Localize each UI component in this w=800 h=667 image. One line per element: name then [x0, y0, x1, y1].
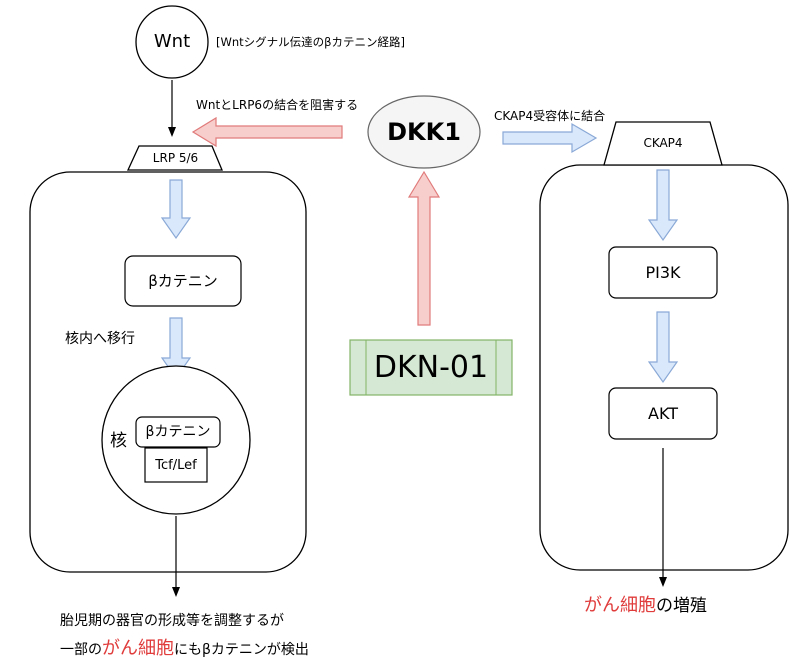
left-outcome-arrow — [172, 516, 180, 597]
left-outcome-highlight: がん細胞 — [102, 638, 174, 659]
right-outcome: がん細胞の増殖 — [584, 597, 707, 615]
akt-label: AKT — [648, 404, 678, 423]
ckap4-receptor — [603, 121, 723, 166]
left-outcome-line1: 胎児期の器官の形成等を調整するが — [60, 613, 284, 629]
left-outcome-post: にもβカテニンが検出 — [174, 642, 309, 658]
wnt-node — [135, 5, 209, 79]
bind-label: CKAP4受容体に結合 — [494, 109, 606, 123]
nucleus-beta-label: βカテニン — [145, 424, 211, 440]
right-arrow-1 — [647, 169, 679, 242]
left-outcome-pre: 一部の — [60, 642, 102, 658]
nucleus-label: 核 — [110, 431, 127, 451]
wnt-to-lrp-arrow — [168, 80, 176, 137]
pi3k-label: PI3K — [645, 263, 681, 282]
inhibit-label: WntとLRP6の結合を阻害する — [196, 98, 359, 112]
beta-catenin-box — [124, 255, 242, 307]
right-outcome-post: の増殖 — [656, 596, 707, 616]
right-outcome-highlight: がん細胞 — [584, 595, 656, 616]
tcf-label: Tcf/Lef — [155, 457, 197, 473]
beta-catenin-label: βカテニン — [148, 271, 218, 290]
nucleus-beta-box — [135, 416, 221, 448]
dkk1-node — [367, 95, 481, 169]
akt-box — [608, 387, 718, 440]
drug-to-dkk1-arrow — [407, 170, 441, 326]
right-arrow-2 — [647, 311, 679, 384]
right-outcome-arrow — [659, 448, 667, 587]
pathway-note: [Wntシグナル伝達のβカテニン経路] — [216, 35, 405, 49]
pi3k-box — [608, 246, 718, 299]
dkk1-inhibit-arrow — [191, 116, 343, 148]
translocation-label: 核内へ移行 — [65, 331, 135, 347]
ckap4-label: CKAP4 — [643, 136, 683, 150]
left-outcome-line2: 一部のがん細胞にもβカテニンが検出 — [60, 640, 309, 658]
dkk1-bind-arrow — [502, 122, 598, 154]
dkk1-label: DKK1 — [387, 118, 461, 146]
tcf-box — [144, 447, 208, 483]
lrp-label: LRP 5/6 — [152, 151, 199, 165]
drug-box — [349, 339, 513, 396]
wnt-label: Wnt — [153, 31, 191, 52]
lrp-receptor — [126, 145, 223, 171]
drug-label: DKN-01 — [373, 350, 489, 385]
left-arrow-1 — [160, 179, 192, 240]
